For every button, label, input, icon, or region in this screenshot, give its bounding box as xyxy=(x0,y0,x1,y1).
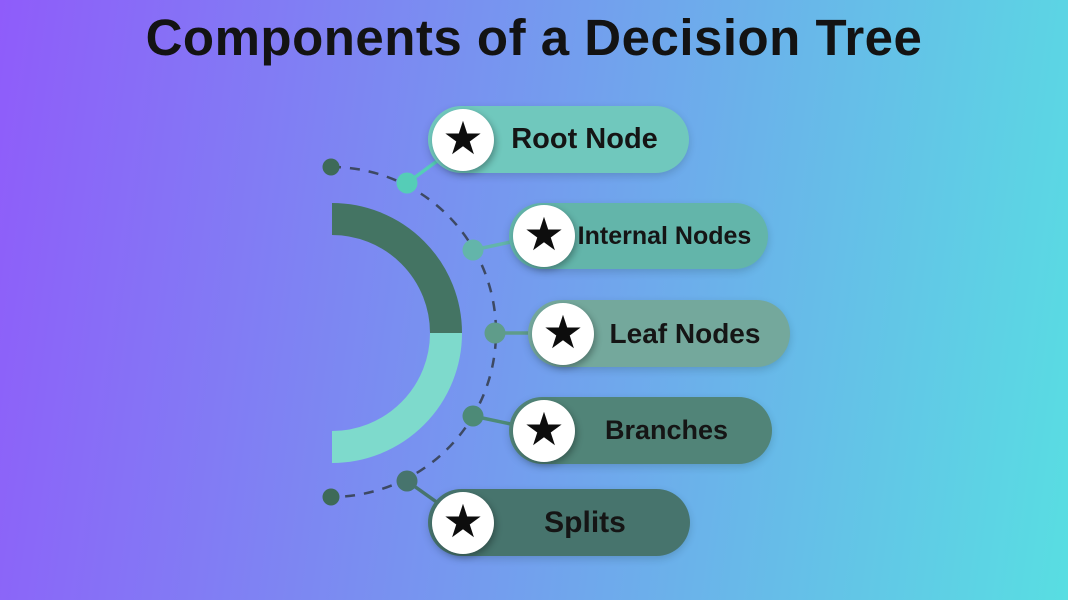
component-label-root-node: Root Node xyxy=(511,123,658,155)
ring-bottom-arc xyxy=(331,332,462,463)
star-badge: ★ xyxy=(532,302,594,365)
page-title: Components of a Decision Tree xyxy=(145,9,923,66)
connector-dot-leaf-nodes xyxy=(484,322,506,344)
connector-dot-branches xyxy=(462,405,484,427)
connector-dot-internal-nodes xyxy=(462,239,484,261)
star-badge: ★ xyxy=(432,491,494,554)
arc-end-dot-bottom xyxy=(322,488,340,506)
star-icon: ★ xyxy=(442,111,484,164)
component-label-leaf-nodes: Leaf Nodes xyxy=(609,317,761,349)
component-pill-root-node: ★ Root Node xyxy=(428,106,689,173)
component-pill-splits: ★ Splits xyxy=(428,489,690,556)
star-icon: ★ xyxy=(542,305,584,358)
star-icon: ★ xyxy=(442,494,484,547)
component-label-splits: Splits xyxy=(544,505,626,539)
connector-dot-root-node xyxy=(396,172,418,194)
star-icon: ★ xyxy=(523,208,565,260)
component-label-branches: Branches xyxy=(604,415,729,445)
component-pill-internal-nodes: ★ Internal Nodes xyxy=(509,203,768,269)
component-pill-branches: ★ Branches xyxy=(509,397,772,464)
arc-end-dot-top xyxy=(322,158,340,176)
connector-dot-splits xyxy=(396,470,418,492)
star-badge: ★ xyxy=(513,205,575,267)
star-badge: ★ xyxy=(513,399,575,462)
star-icon: ★ xyxy=(523,402,565,455)
star-badge: ★ xyxy=(432,108,494,171)
component-label-internal-nodes: Internal Nodes xyxy=(577,221,752,250)
component-pill-leaf-nodes: ★ Leaf Nodes xyxy=(528,300,790,367)
ring-top-arc xyxy=(331,203,462,334)
